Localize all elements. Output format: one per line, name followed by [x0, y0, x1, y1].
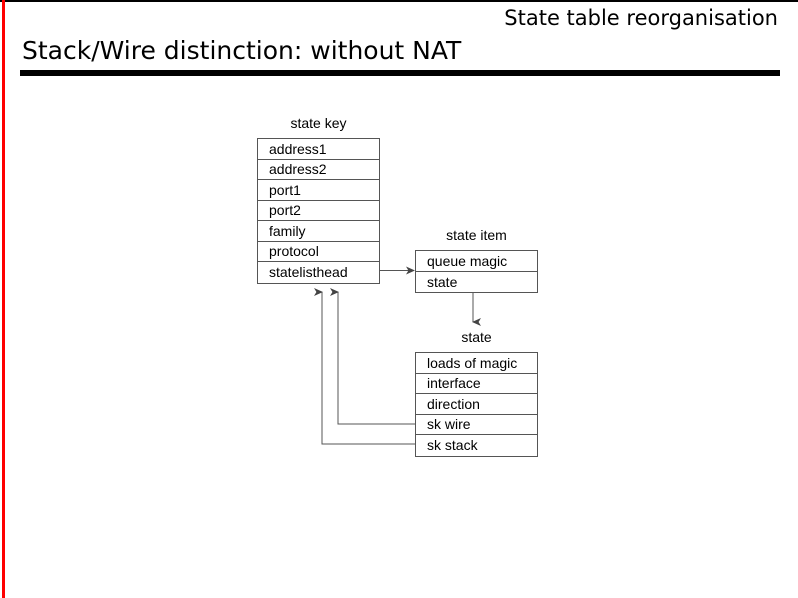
top-border-rule — [0, 0, 798, 2]
slide-kicker: State table reorganisation — [504, 6, 778, 30]
field-row: queue magic — [416, 251, 537, 272]
connector-sk-stack-back-edge — [314, 288, 415, 445]
title-underline-rule — [20, 70, 780, 76]
field-row: address2 — [258, 160, 379, 180]
field-row: port2 — [258, 201, 379, 221]
caption-state-key: state key — [290, 115, 347, 131]
caption-state-item: state item — [446, 227, 507, 243]
page-title: Stack/Wire distinction: without NAT — [22, 36, 462, 65]
field-row: direction — [416, 394, 537, 415]
field-row: sk stack — [427, 437, 478, 454]
field-row: interface — [416, 374, 537, 394]
field-row: state — [427, 273, 458, 290]
struct-state-item: queue magic state — [415, 250, 538, 293]
field-row: protocol — [258, 242, 379, 262]
field-row: loads of magic — [416, 353, 537, 374]
caption-state: state — [461, 329, 492, 345]
connector-sk-wire-back-edge — [330, 288, 415, 425]
field-row: statelisthead — [269, 264, 348, 281]
struct-state-key: address1 address2 port1 port2 family pro… — [257, 138, 380, 284]
struct-state: loads of magic interface direction sk wi… — [415, 352, 538, 457]
field-row: family — [258, 221, 379, 242]
left-accent-rule — [2, 0, 5, 598]
field-row: address1 — [258, 139, 379, 160]
field-row: sk wire — [416, 415, 537, 435]
field-row: port1 — [258, 180, 379, 201]
